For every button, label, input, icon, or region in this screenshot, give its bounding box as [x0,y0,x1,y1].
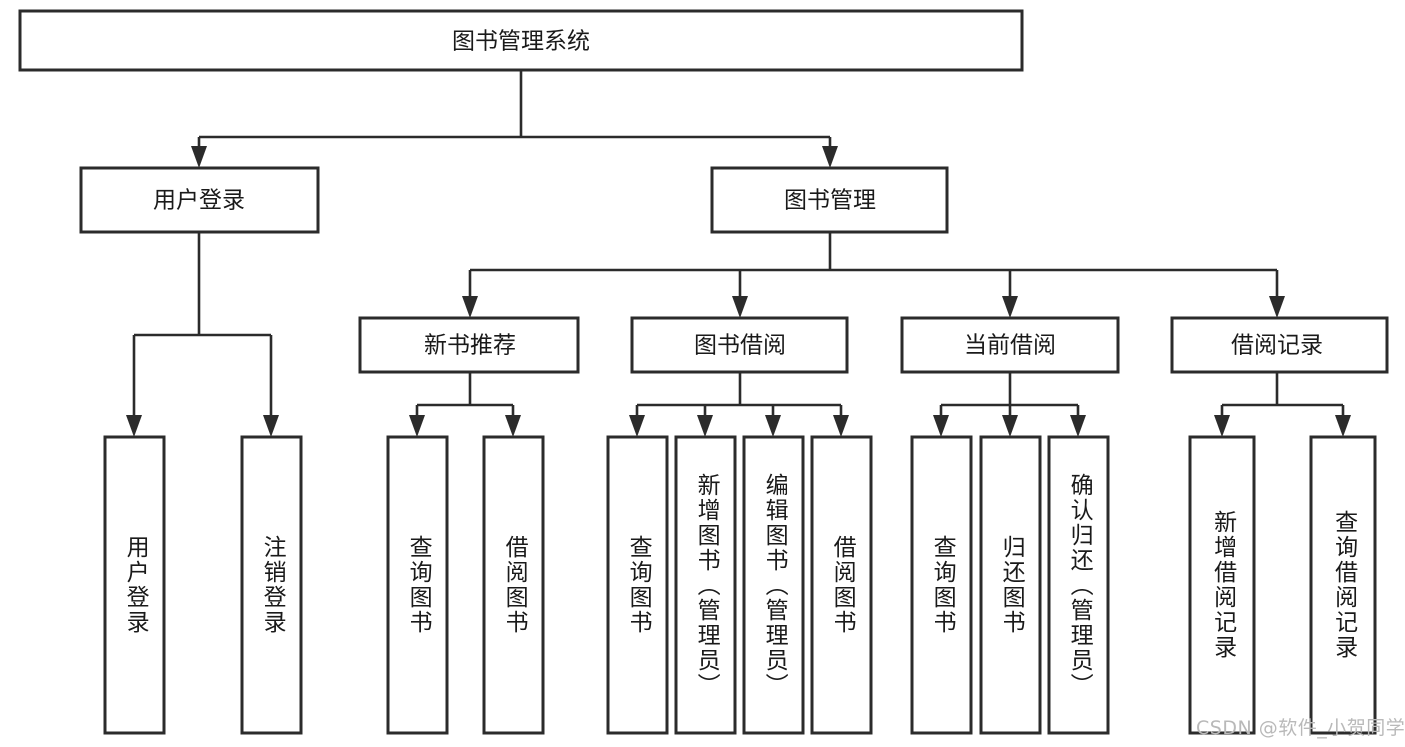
leaf-box-query-book-c[interactable] [910,435,973,735]
leaf-box-query-record[interactable] [1309,435,1377,735]
leaf-box-query-book-a[interactable] [386,435,449,735]
node-book-borrow[interactable]: 图书借阅 [630,316,849,374]
root-box[interactable] [18,9,1024,72]
leaf-box-add-book[interactable] [674,435,737,735]
user-login-label: 用户登录 [153,188,245,214]
leaf-box-query-book-b[interactable] [606,435,669,735]
leaf-box-confirm-return[interactable] [1047,435,1110,735]
leaf-box-add-record[interactable] [1188,435,1256,735]
node-book-management[interactable]: 图书管理 [710,166,949,234]
leaf-box-borrow-book-a[interactable] [482,435,545,735]
new-book-recommend-box[interactable] [358,316,580,374]
book-management-label: 图书管理 [784,188,876,214]
arrow-current-leaf-3 [1070,415,1086,437]
new-book-recommend-label: 新书推荐 [424,333,516,359]
arrow-borrow-leaf-1 [629,415,645,437]
node-new-book-recommend[interactable]: 新书推荐 [358,316,580,374]
node-root-system[interactable]: 图书管理系统 [18,9,1024,72]
book-borrow-label: 图书借阅 [694,333,786,359]
arrow-to-user-login [191,146,207,168]
current-borrow-box[interactable] [900,316,1120,374]
csdn-watermark: CSDN @软件_小贺同学 [1196,717,1405,739]
node-user-login[interactable]: 用户登录 [79,166,320,234]
connector-group [126,70,1351,437]
book-management-box[interactable] [710,166,949,234]
node-current-borrow[interactable]: 当前借阅 [900,316,1120,374]
arrow-leaf-logout [263,415,279,437]
arrow-to-book-manage [822,146,838,168]
arrow-borrow-leaf-2 [697,415,713,437]
arrow-to-current [1002,296,1018,318]
leaf-box-return-book[interactable] [979,435,1042,735]
leaf-box-edit-book[interactable] [742,435,805,735]
arrow-current-leaf-1 [933,415,949,437]
leaf-box-group [103,435,1377,735]
arrow-to-record [1269,296,1285,318]
arrow-newbook-leaf-1 [409,415,425,437]
leaf-box-borrow-book-b[interactable] [810,435,873,735]
arrow-to-borrow [732,296,748,318]
node-borrow-record[interactable]: 借阅记录 [1170,316,1389,374]
current-borrow-label: 当前借阅 [964,333,1056,359]
arrow-newbook-leaf-2 [505,415,521,437]
book-borrow-box[interactable] [630,316,849,374]
arrow-record-leaf-2 [1335,415,1351,437]
arrow-borrow-leaf-3 [765,415,781,437]
leaf-box-logout[interactable] [240,435,303,735]
user-login-box[interactable] [79,166,320,234]
borrow-record-box[interactable] [1170,316,1389,374]
arrow-to-newbook [462,296,478,318]
arrow-leaf-user-login [126,415,142,437]
arrow-record-leaf-1 [1214,415,1230,437]
borrow-record-label: 借阅记录 [1231,333,1323,359]
arrow-borrow-leaf-4 [833,415,849,437]
arrow-current-leaf-2 [1002,415,1018,437]
root-label: 图书管理系统 [452,29,590,55]
leaf-box-user-login[interactable] [103,435,166,735]
